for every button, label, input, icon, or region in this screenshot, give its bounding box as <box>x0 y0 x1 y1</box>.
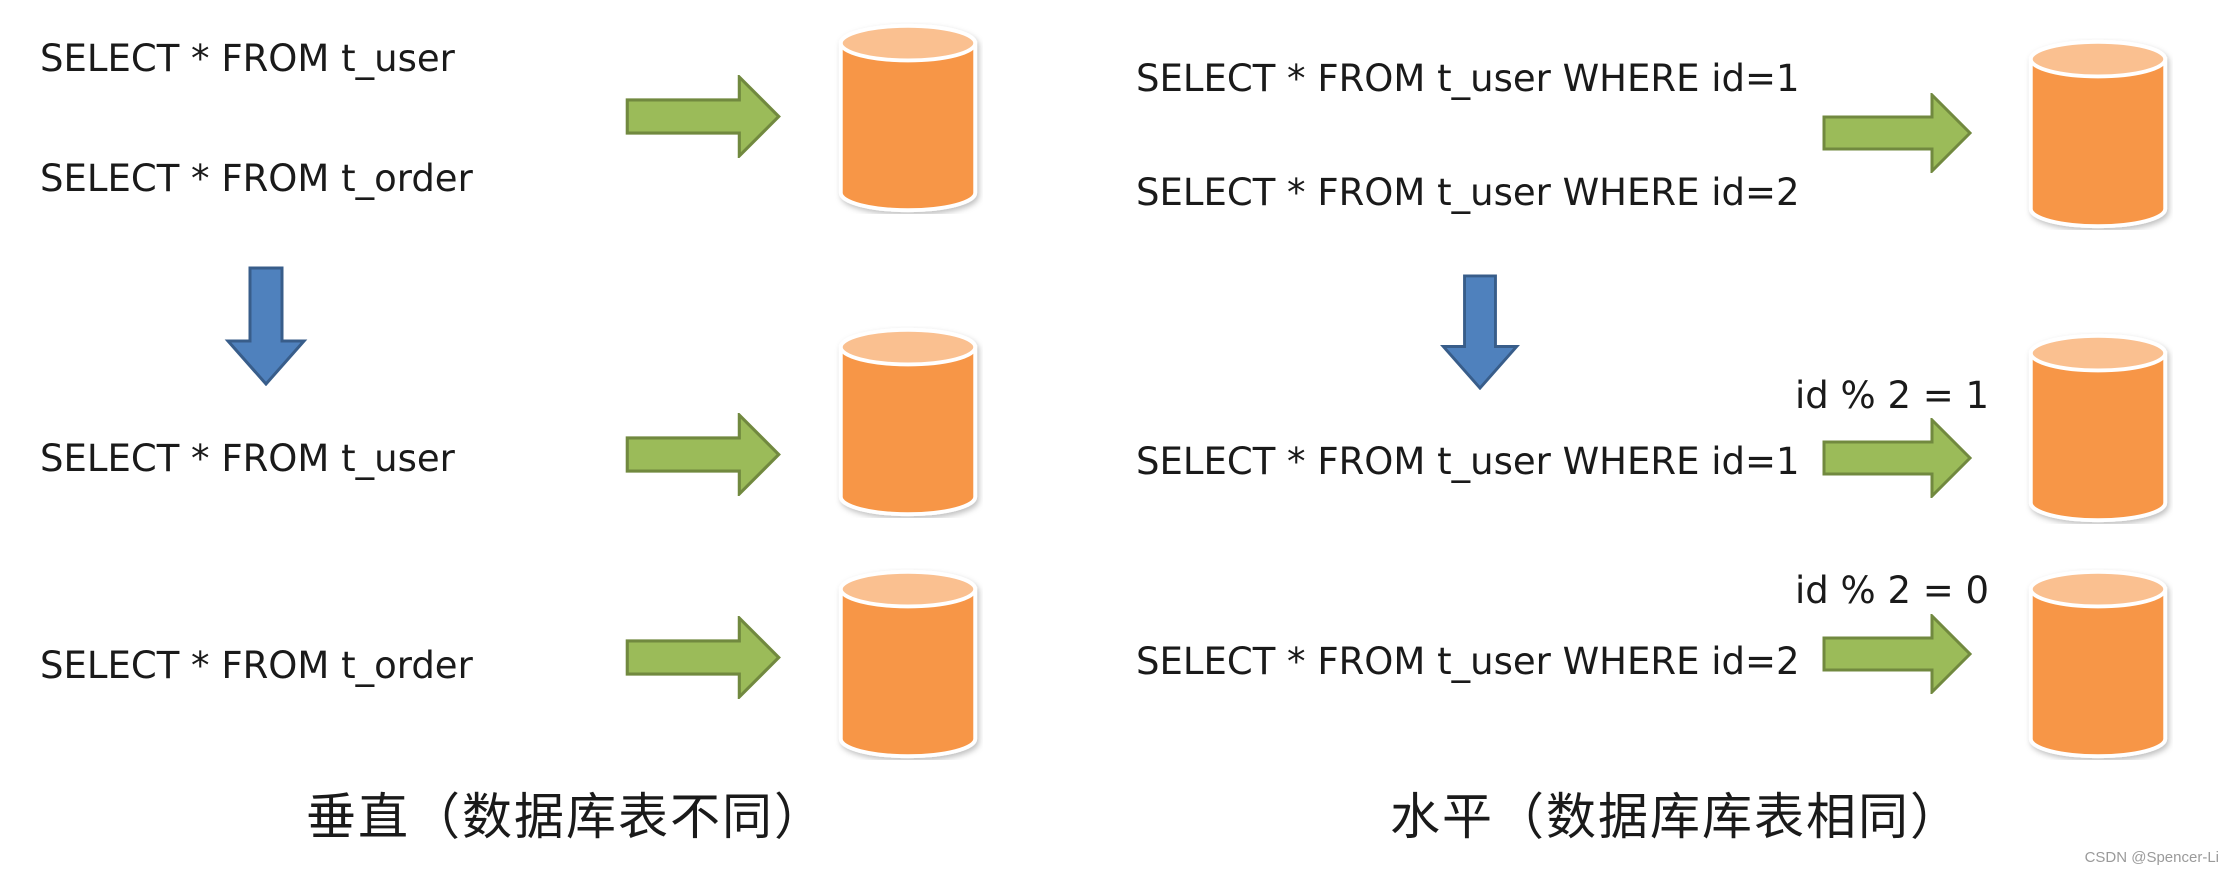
condition-even: id % 2 = 0 <box>1795 569 1990 612</box>
right-arrow-icon <box>625 75 781 158</box>
database-cylinder-icon <box>833 568 983 760</box>
database-cylinder-icon <box>2023 38 2173 230</box>
horizontal-after-query-1: SELECT * FROM t_user WHERE id=1 <box>1136 440 1800 483</box>
right-arrow-icon <box>1822 614 1972 694</box>
right-arrow-icon <box>1822 93 1972 173</box>
down-arrow-icon <box>224 266 308 386</box>
database-cylinder-icon <box>833 22 983 214</box>
horizontal-before-query-1: SELECT * FROM t_user WHERE id=1 <box>1136 57 1800 100</box>
database-cylinder-icon <box>2023 568 2173 760</box>
horizontal-before-query-2: SELECT * FROM t_user WHERE id=2 <box>1136 171 1800 214</box>
horizontal-after-query-2: SELECT * FROM t_user WHERE id=2 <box>1136 640 1800 683</box>
vertical-before-query-1: SELECT * FROM t_user <box>40 37 455 80</box>
database-cylinder-icon <box>833 326 983 518</box>
right-arrow-icon <box>625 413 781 496</box>
right-arrow-icon <box>625 616 781 699</box>
vertical-caption: 垂直（数据库表不同） <box>306 788 826 846</box>
vertical-before-query-2: SELECT * FROM t_order <box>40 157 473 200</box>
right-arrow-icon <box>1822 418 1972 498</box>
down-arrow-icon <box>1440 274 1520 390</box>
database-cylinder-icon <box>2023 332 2173 524</box>
condition-odd: id % 2 = 1 <box>1795 374 1990 417</box>
horizontal-caption: 水平（数据库库表相同） <box>1390 788 1962 846</box>
vertical-after-query-1: SELECT * FROM t_user <box>40 437 455 480</box>
vertical-after-query-2: SELECT * FROM t_order <box>40 644 473 687</box>
watermark: CSDN @Spencer-Li <box>2084 849 2219 866</box>
